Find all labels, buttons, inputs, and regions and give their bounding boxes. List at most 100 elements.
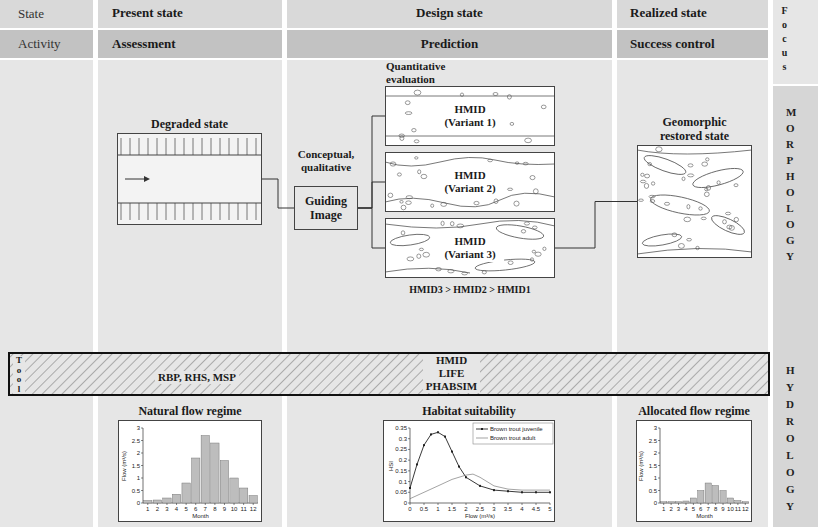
- curve-marker: [465, 476, 467, 478]
- stone: [664, 202, 669, 205]
- axis-tick: [658, 503, 660, 504]
- axis-tick: [408, 492, 410, 493]
- axis-tick: [737, 503, 738, 505]
- axis-tick: [141, 440, 143, 441]
- flow-bar: [239, 488, 247, 503]
- tick-label: 0: [119, 499, 140, 507]
- svg-shape: [691, 165, 745, 192]
- stone: [704, 192, 709, 197]
- axis-tick: [466, 503, 467, 505]
- flow-bar: [735, 501, 741, 504]
- axis-tick: [700, 503, 701, 505]
- axis-tick: [494, 503, 495, 505]
- tick-label: 12: [246, 505, 260, 513]
- stone: [514, 201, 519, 206]
- axis-tick: [141, 478, 143, 479]
- stone: [414, 140, 419, 143]
- connector: [358, 208, 385, 248]
- svg-shape: [641, 232, 682, 249]
- axis-tick: [141, 453, 143, 454]
- tick-label: 4: [170, 505, 184, 513]
- legend-marker: [481, 428, 483, 430]
- curve-marker: [416, 463, 418, 465]
- illustration-panel: Geomorphic restored state: [637, 145, 752, 258]
- axis-tick: [730, 503, 731, 505]
- axis-tick: [658, 465, 660, 466]
- chart-title: Allocated flow regime: [622, 404, 766, 418]
- stone: [457, 224, 464, 228]
- stone: [734, 184, 738, 187]
- flow-bar: [661, 502, 667, 503]
- curve-marker: [458, 466, 460, 468]
- tick-label: 7: [198, 505, 212, 513]
- stone: [436, 268, 441, 271]
- variant-label: HMID (Variant 3): [436, 234, 504, 262]
- axis-tick: [663, 503, 664, 505]
- activity-label: Assessment: [112, 37, 280, 52]
- tick-label: 2: [150, 505, 164, 513]
- svg-shape: [385, 136, 555, 137]
- axis-tick: [141, 490, 143, 491]
- tick-label: 6: [189, 505, 203, 513]
- svg-shape: [98, 60, 282, 527]
- tick-label: 0.5: [636, 487, 657, 495]
- tick-label: 8: [208, 505, 222, 513]
- stone: [696, 246, 699, 249]
- chart-panel: Natural flow regime: [118, 420, 262, 522]
- axis-tick: [408, 481, 410, 482]
- row-header: Activity: [18, 37, 93, 52]
- focus-label: HYDROLOGY: [786, 362, 794, 515]
- stone: [640, 180, 645, 183]
- axis-tick: [658, 440, 660, 441]
- stone: [407, 257, 414, 261]
- tick-label: 3: [119, 424, 140, 432]
- variant-box: HMID (Variant 2): [385, 152, 555, 212]
- axis-tick: [408, 428, 410, 429]
- tick-label: 3: [487, 505, 501, 513]
- focus-label: MORPHOLOGY: [786, 104, 794, 264]
- stone: [701, 217, 706, 220]
- svg-shape: [117, 203, 262, 220]
- stone: [418, 170, 421, 174]
- stone: [687, 205, 690, 209]
- axis-title: Flow (m³/s): [410, 512, 550, 520]
- stone: [525, 138, 532, 143]
- stone: [494, 199, 498, 204]
- suitability-curve: [410, 474, 550, 499]
- axis-title: HSI: [387, 460, 395, 470]
- tick-label: 3: [636, 424, 657, 432]
- svg-shape: [385, 157, 555, 166]
- tick-label: 4.5: [529, 505, 543, 513]
- tick-label: 3: [160, 505, 174, 513]
- flow-bar: [683, 501, 689, 503]
- legend-samples: [473, 423, 553, 444]
- stone: [533, 189, 538, 194]
- flow-bar: [742, 502, 748, 503]
- tick-label: 6: [694, 505, 708, 513]
- svg-shape: [117, 155, 262, 156]
- stone: [448, 270, 454, 273]
- axis-tick: [408, 449, 410, 450]
- tick-label: 7: [701, 505, 715, 513]
- stone: [488, 159, 493, 162]
- stone: [441, 221, 444, 225]
- axis-tick: [658, 428, 660, 429]
- flow-bar: [698, 491, 704, 504]
- stone: [541, 105, 546, 109]
- svg-shape: [117, 133, 262, 225]
- tick-label: 0: [403, 505, 417, 513]
- stone: [524, 222, 529, 225]
- tool-list: RBP, RHS, MSP: [155, 371, 239, 384]
- svg-shape: [383, 420, 555, 522]
- flow-bar: [211, 443, 219, 503]
- variant-box: HMID (Variant 1): [385, 86, 555, 146]
- axis-tick: [658, 478, 660, 479]
- stone: [414, 90, 421, 95]
- axis-tick: [715, 503, 716, 505]
- text-holder: HMID LIFE PHABSIM: [289, 354, 614, 394]
- tick-label: 0.05: [386, 488, 407, 496]
- svg-shape: [773, 86, 818, 527]
- flow-bar: [720, 491, 726, 504]
- flow-bar: [182, 483, 190, 503]
- connector: [358, 182, 385, 208]
